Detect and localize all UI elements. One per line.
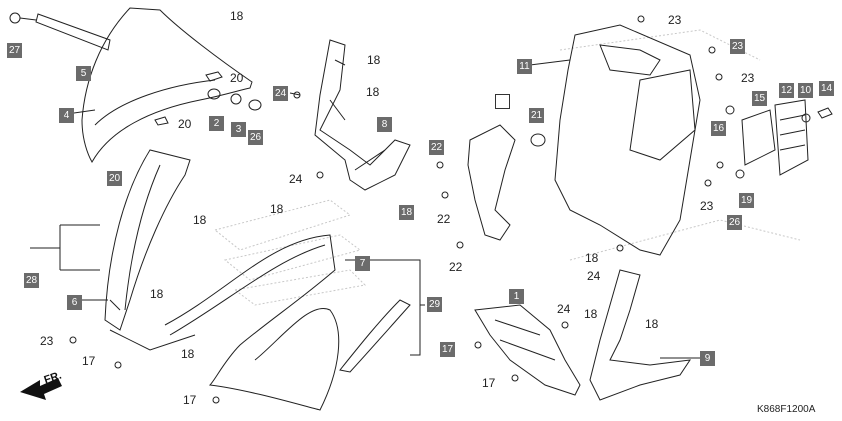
callout-27: 27 <box>7 43 22 58</box>
label-24b: 24 <box>587 269 601 283</box>
part-9-lower-right <box>589 269 692 401</box>
label-18h: 18 <box>585 251 599 265</box>
label-24a: 24 <box>289 172 303 186</box>
callout-18a: 18 <box>399 205 414 220</box>
callout-23: 23 <box>730 39 745 54</box>
label-18i: 18 <box>584 307 598 321</box>
label-23d: 23 <box>700 199 714 213</box>
callout-17a: 17 <box>440 342 455 357</box>
reference-code: K868F1200A <box>757 404 816 415</box>
callout-3: 3 <box>231 122 246 137</box>
part-10-clip <box>801 113 811 123</box>
callout-10: 10 <box>798 83 813 98</box>
callout-24: 24 <box>273 86 288 101</box>
part-6-inner-panel <box>104 149 191 331</box>
label-20a: 20 <box>230 71 244 85</box>
callout-28: 28 <box>24 273 39 288</box>
callout-1: 1 <box>509 289 524 304</box>
part-29-trim <box>339 299 411 373</box>
callout-8: 8 <box>377 117 392 132</box>
callout-5: 5 <box>76 66 91 81</box>
part-5-strip <box>35 13 111 51</box>
part-21-grommet <box>530 133 546 147</box>
label-18b: 18 <box>367 53 381 67</box>
part-8-bracket <box>314 39 411 191</box>
label-18g: 18 <box>181 347 195 361</box>
callout-4: 4 <box>59 108 74 123</box>
callout-21: 21 <box>529 108 544 123</box>
callout-2: 2 <box>209 116 224 131</box>
part-1-lower-panel <box>474 304 581 396</box>
callout-15: 15 <box>752 91 767 106</box>
callout-20: 20 <box>107 171 122 186</box>
label-22a: 22 <box>437 212 451 226</box>
label-18a: 18 <box>230 9 244 23</box>
part-15-bracket <box>741 109 776 166</box>
callout-26a: 26 <box>248 130 263 145</box>
callout-19: 19 <box>739 193 754 208</box>
screws <box>69 15 735 404</box>
part-19-washer <box>735 169 745 179</box>
part-27-bolt <box>9 12 21 24</box>
label-22b: 22 <box>449 260 463 274</box>
callout-12: 12 <box>779 83 794 98</box>
callout-29: 29 <box>427 297 442 312</box>
part-26-washer <box>248 99 262 111</box>
label-18d: 18 <box>193 213 207 227</box>
label-20b: 20 <box>178 117 192 131</box>
label-23b: 23 <box>668 13 682 27</box>
callout-6: 6 <box>67 295 82 310</box>
watermark-wing-logo <box>213 29 801 306</box>
label-17a: 17 <box>82 354 96 368</box>
part-12-cover <box>774 99 809 176</box>
label-18e: 18 <box>270 202 284 216</box>
leader-lines <box>30 59 700 359</box>
callout-9: 9 <box>700 351 715 366</box>
part-2-grommet <box>207 88 221 100</box>
callout-14: 14 <box>819 81 834 96</box>
callout-11: 11 <box>517 59 532 74</box>
label-17c: 17 <box>482 376 496 390</box>
label-24c: 24 <box>557 302 571 316</box>
part-11-inner-cover <box>554 24 701 256</box>
part-7-side-cover <box>164 234 340 411</box>
label-18f: 18 <box>150 287 164 301</box>
part-3-nut <box>230 93 242 105</box>
part-14-clip <box>817 107 833 119</box>
callout-blank <box>495 94 510 109</box>
callout-26b: 26 <box>727 215 742 230</box>
part-20-clip <box>205 71 223 82</box>
label-23c: 23 <box>741 71 755 85</box>
callout-7: 7 <box>355 256 370 271</box>
front-arrow-icon <box>20 378 62 400</box>
part-22-duct <box>467 124 516 241</box>
label-23a: 23 <box>40 334 54 348</box>
callout-16: 16 <box>711 121 726 136</box>
callout-22: 22 <box>429 140 444 155</box>
label-18c: 18 <box>366 85 380 99</box>
label-17b: 17 <box>183 393 197 407</box>
part-4-front-cover <box>81 7 253 164</box>
label-18j: 18 <box>645 317 659 331</box>
